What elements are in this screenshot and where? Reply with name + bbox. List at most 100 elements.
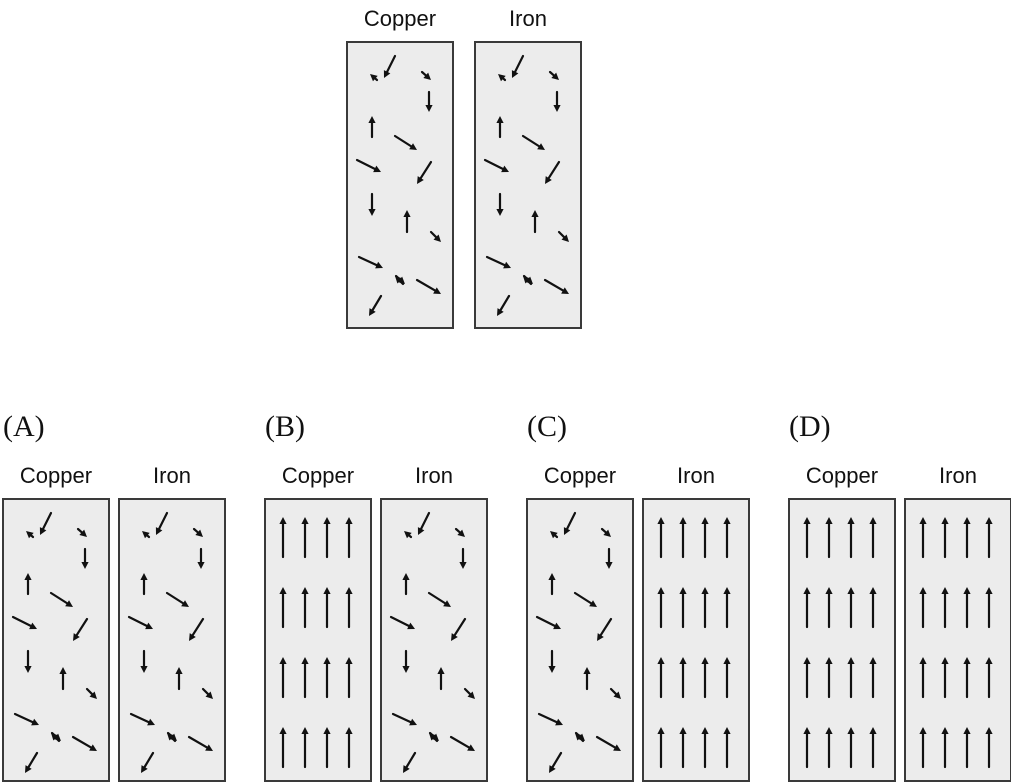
random-arrow-icon: [175, 667, 183, 691]
aligned-arrow-icon: [985, 587, 993, 629]
aligned-arrow-icon: [279, 727, 287, 769]
aligned-arrow-icon: [345, 587, 353, 629]
random-arrow-icon: [573, 591, 597, 607]
aligned-arrow-icon: [941, 657, 949, 699]
random-arrow-icon: [391, 712, 417, 726]
random-arrow-icon: [140, 649, 148, 673]
random-arrow-icon: [545, 160, 561, 184]
option-c-letter: (C): [527, 410, 567, 443]
aligned-arrow-icon: [825, 657, 833, 699]
aligned-arrow-icon: [985, 727, 993, 769]
option-b-copper-box: [264, 498, 372, 782]
aligned-arrow-icon: [847, 727, 855, 769]
random-arrow-icon: [425, 90, 433, 112]
random-arrow-icon: [420, 70, 431, 80]
option-b-copper-panel: Copper: [264, 463, 372, 782]
aligned-arrow-icon: [941, 587, 949, 629]
aligned-arrow-icon: [985, 517, 993, 559]
random-arrow-icon: [548, 649, 556, 673]
random-arrow-icon: [389, 615, 415, 630]
random-arrow-icon: [451, 617, 467, 641]
random-arrow-icon: [85, 687, 97, 699]
aligned-arrow-icon: [679, 587, 687, 629]
aligned-arrow-icon: [657, 517, 665, 559]
option-c-iron-label: Iron: [677, 463, 715, 488]
option-a-iron-label: Iron: [153, 463, 191, 488]
option-d-copper-panel: Copper: [788, 463, 896, 782]
aligned-arrow-icon: [657, 657, 665, 699]
random-arrow-icon: [24, 573, 32, 596]
random-arrow-icon: [498, 74, 507, 82]
option-b-iron-arrows: [389, 511, 475, 773]
random-arrow-icon: [521, 134, 545, 150]
option-b-iron-label: Iron: [415, 463, 453, 488]
option-d-copper-arrows: [803, 517, 877, 769]
random-arrow-icon: [26, 531, 35, 539]
aligned-arrow-icon: [847, 517, 855, 559]
random-arrow-icon: [369, 294, 383, 316]
random-arrow-icon: [595, 735, 621, 751]
random-arrow-icon: [548, 70, 559, 80]
random-arrow-icon: [127, 615, 153, 630]
aligned-arrow-icon: [963, 587, 971, 629]
random-arrow-icon: [402, 573, 410, 596]
random-arrow-icon: [463, 687, 475, 699]
random-arrow-icon: [497, 294, 511, 316]
random-arrow-icon: [485, 255, 511, 269]
option-c-copper-box: [526, 498, 634, 782]
random-arrow-icon: [355, 158, 381, 173]
aligned-arrow-icon: [723, 727, 731, 769]
option-c-copper-arrows: [535, 511, 621, 773]
random-arrow-icon: [427, 591, 451, 607]
random-arrow-icon: [402, 649, 410, 673]
random-arrow-icon: [368, 192, 376, 216]
option-a-iron-arrows: [127, 511, 213, 773]
random-arrow-icon: [563, 511, 577, 535]
random-arrow-icon: [357, 255, 383, 269]
option-c-copper-label: Copper: [544, 463, 616, 488]
option-a-copper-label: Copper: [20, 463, 92, 488]
aligned-arrow-icon: [701, 657, 709, 699]
random-arrow-icon: [76, 527, 87, 537]
option-d-iron-label: Iron: [939, 463, 977, 488]
aligned-arrow-icon: [803, 727, 811, 769]
random-arrow-icon: [404, 531, 413, 539]
random-arrow-icon: [535, 615, 561, 630]
option-d-copper-label: Copper: [806, 463, 878, 488]
option-b-copper-arrows: [279, 517, 353, 769]
aligned-arrow-icon: [825, 587, 833, 629]
aligned-arrow-icon: [985, 657, 993, 699]
random-arrow-icon: [165, 591, 189, 607]
option-a-copper-panel: Copper: [2, 463, 110, 782]
random-arrow-icon: [201, 687, 213, 699]
aligned-arrow-icon: [825, 727, 833, 769]
aligned-arrow-icon: [323, 657, 331, 699]
random-arrow-icon: [496, 192, 504, 216]
random-arrow-icon: [531, 210, 539, 234]
random-arrow-icon: [395, 276, 405, 286]
aligned-arrow-icon: [323, 587, 331, 629]
aligned-arrow-icon: [657, 727, 665, 769]
random-arrow-icon: [429, 733, 439, 743]
random-arrow-icon: [25, 751, 39, 773]
random-arrow-icon: [459, 547, 467, 569]
random-arrow-icon: [550, 531, 559, 539]
option-a-copper-box: [2, 498, 110, 782]
random-arrow-icon: [197, 547, 205, 569]
random-arrow-icon: [605, 547, 613, 569]
random-arrow-icon: [192, 527, 203, 537]
random-arrow-icon: [454, 527, 465, 537]
aligned-arrow-icon: [679, 727, 687, 769]
aligned-arrow-icon: [701, 727, 709, 769]
random-arrow-icon: [383, 54, 397, 78]
aligned-arrow-icon: [323, 517, 331, 559]
aligned-arrow-icon: [723, 657, 731, 699]
option-c-copper-panel: Copper: [526, 463, 634, 782]
random-arrow-icon: [417, 160, 433, 184]
option-b-iron-panel: Iron: [380, 463, 488, 782]
option-d-letter: (D): [789, 410, 831, 443]
top-iron-arrows: [483, 54, 569, 316]
top-iron-panel: Iron: [474, 6, 582, 329]
random-arrow-icon: [189, 617, 205, 641]
